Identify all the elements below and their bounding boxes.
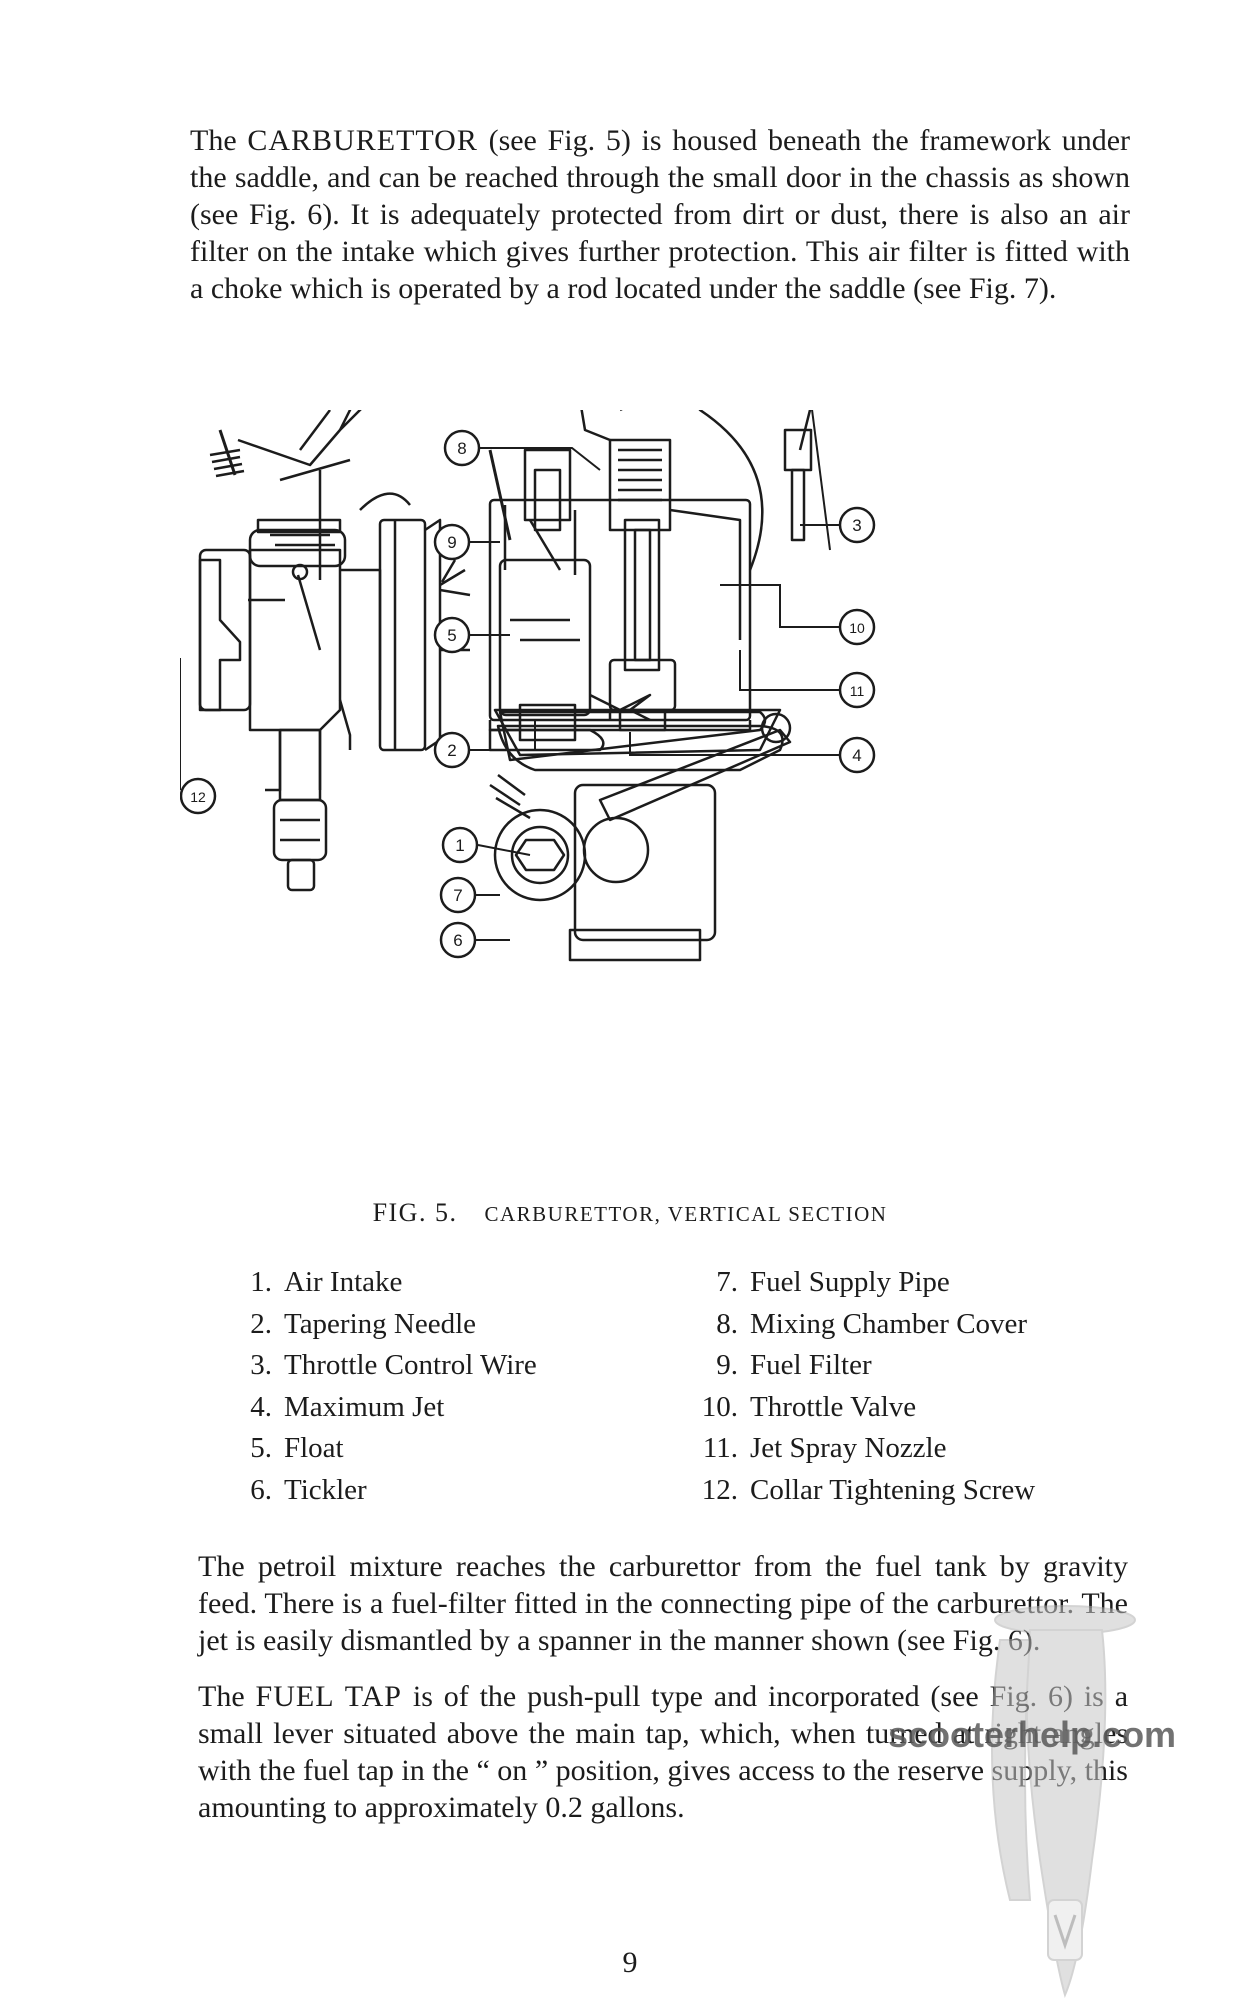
legend-item: 4.Maximum Jet bbox=[250, 1390, 445, 1423]
svg-text:8: 8 bbox=[457, 439, 466, 458]
legend-item: 10.Throttle Valve bbox=[701, 1390, 917, 1423]
svg-text:2: 2 bbox=[447, 741, 456, 760]
carburettor-section-drawing bbox=[488, 410, 831, 742]
legend-item: 3.Throttle Control Wire bbox=[250, 1349, 537, 1381]
scooter-watermark-image bbox=[991, 1605, 1136, 1998]
svg-text:6: 6 bbox=[453, 931, 462, 950]
callout-6: 6 bbox=[439, 921, 477, 959]
wing-nut bbox=[589, 693, 652, 722]
leader-2 bbox=[468, 720, 536, 751]
svg-text:1: 1 bbox=[455, 836, 464, 855]
legend-left-column: 1.Air Intake 2.Tapering Needle 3.Throttl… bbox=[222, 1262, 537, 1511]
legend-item: 5.Float bbox=[250, 1432, 344, 1464]
callout-7: 7 bbox=[439, 876, 477, 914]
legend-item: 2.Tapering Needle bbox=[250, 1307, 477, 1340]
callout-3: 3 bbox=[838, 506, 876, 544]
svg-text:11: 11 bbox=[850, 683, 865, 699]
page-number: 9 bbox=[622, 1946, 638, 1979]
callout-8: 8 bbox=[443, 429, 481, 467]
legend-item: 7.Fuel Supply Pipe bbox=[716, 1266, 950, 1298]
figure-title: CARBURETTOR, VERTICAL SECTION bbox=[484, 1202, 888, 1226]
watermark-text: scooterhelp.com bbox=[888, 1714, 1177, 1755]
legend-right-column: 7.Fuel Supply Pipe 8.Mixing Chamber Cove… bbox=[690, 1262, 1035, 1511]
svg-text:4: 4 bbox=[852, 746, 861, 765]
legend-item: 1.Air Intake bbox=[250, 1266, 403, 1298]
leader-10 bbox=[720, 584, 840, 628]
term-carburettor: CARBURETTOR bbox=[247, 124, 478, 157]
leader-1 bbox=[477, 844, 531, 856]
air-intake-and-tickler-drawing bbox=[488, 708, 782, 762]
legend-item: 12.Collar Tightening Screw bbox=[701, 1473, 1036, 1506]
carburettor-exterior-drawing bbox=[198, 410, 471, 892]
leader-8 bbox=[480, 447, 601, 471]
figure-label: FIG. 5. bbox=[372, 1198, 458, 1227]
callout-11: 11 bbox=[838, 671, 876, 709]
air-filter-bowl bbox=[496, 724, 784, 772]
svg-text:7: 7 bbox=[453, 886, 462, 905]
svg-text:12: 12 bbox=[190, 789, 206, 805]
svg-text:5: 5 bbox=[447, 626, 456, 645]
callout-5: 5 bbox=[433, 616, 471, 654]
legend-item: 9.Fuel Filter bbox=[716, 1349, 872, 1381]
callout-10: 10 bbox=[838, 608, 876, 646]
fuel-feed-paragraph: The petroil mixture reaches the carburet… bbox=[198, 1550, 1128, 1657]
intro-paragraph: The CARBURETTOR (see Fig. 5) is housed b… bbox=[190, 124, 1131, 305]
callout-4: 4 bbox=[838, 736, 876, 774]
legend-item: 8.Mixing Chamber Cover bbox=[716, 1307, 1028, 1340]
callout-1: 1 bbox=[441, 826, 479, 864]
callout-2: 2 bbox=[433, 731, 471, 769]
leader-11 bbox=[739, 650, 840, 691]
term-fuel-tap: FUEL TAP bbox=[255, 1680, 402, 1713]
svg-text:10: 10 bbox=[849, 620, 865, 636]
svg-text:3: 3 bbox=[852, 516, 861, 535]
legend-item: 6.Tickler bbox=[250, 1473, 367, 1506]
figure-caption: FIG. 5. CARBURETTOR, VERTICAL SECTION bbox=[0, 1198, 1260, 1228]
svg-text:9: 9 bbox=[447, 533, 456, 552]
leader-4 bbox=[629, 732, 840, 756]
callout-12: 12 bbox=[180, 777, 217, 815]
legend-item: 11.Jet Spray Nozzle bbox=[702, 1432, 947, 1464]
callout-9: 9 bbox=[433, 523, 471, 561]
carburettor-diagram: 8 9 5 2 3 10 11 4 12 1 7 6 bbox=[180, 410, 876, 962]
